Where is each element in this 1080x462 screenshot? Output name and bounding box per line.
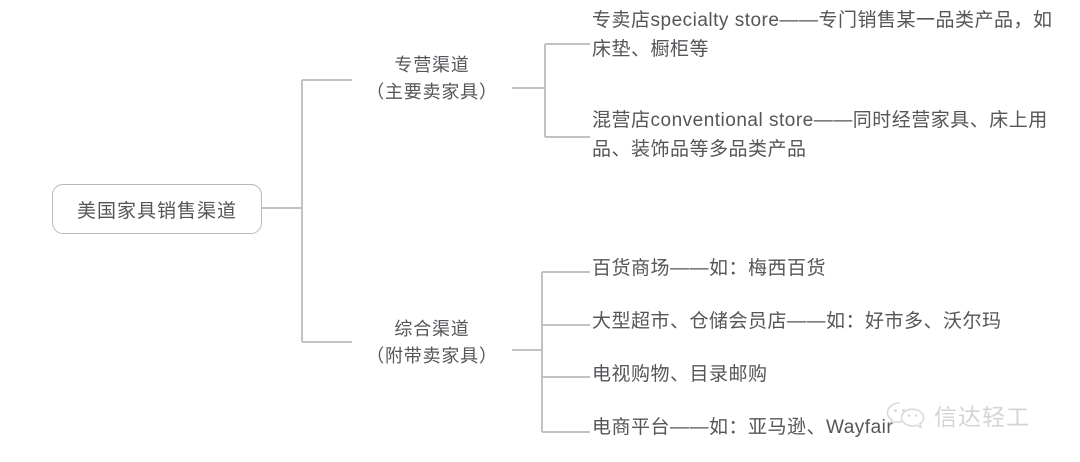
branch-node-subtitle: （主要卖家具） (366, 82, 498, 102)
branch-node-general-channel: 综合渠道 （附带卖家具） (352, 316, 512, 370)
branch-node-specialty-channel: 专营渠道 （主要卖家具） (352, 52, 512, 106)
leaf-node: 电视购物、目录邮购 (592, 364, 768, 385)
leaf-node: 电商平台——如：亚马逊、Wayfair (592, 417, 894, 438)
branch-node-title: 专营渠道 (394, 55, 470, 75)
leaf-node: 专卖店specialty store——专门销售某一品类产品，如床垫、橱柜等 (592, 10, 1053, 61)
leaf-node: 大型超市、仓储会员店——如：好市多、沃尔玛 (592, 311, 1002, 332)
branch-node-subtitle: （附带卖家具） (366, 346, 498, 366)
root-node: 美国家具销售渠道 (52, 184, 262, 234)
branch-node-title: 综合渠道 (394, 319, 470, 339)
root-node-label: 美国家具销售渠道 (76, 200, 237, 222)
leaf-node: 混营店conventional store——同时经营家具、床上用品、装饰品等多… (592, 110, 1048, 161)
leaf-node: 百货商场——如：梅西百货 (592, 258, 827, 279)
